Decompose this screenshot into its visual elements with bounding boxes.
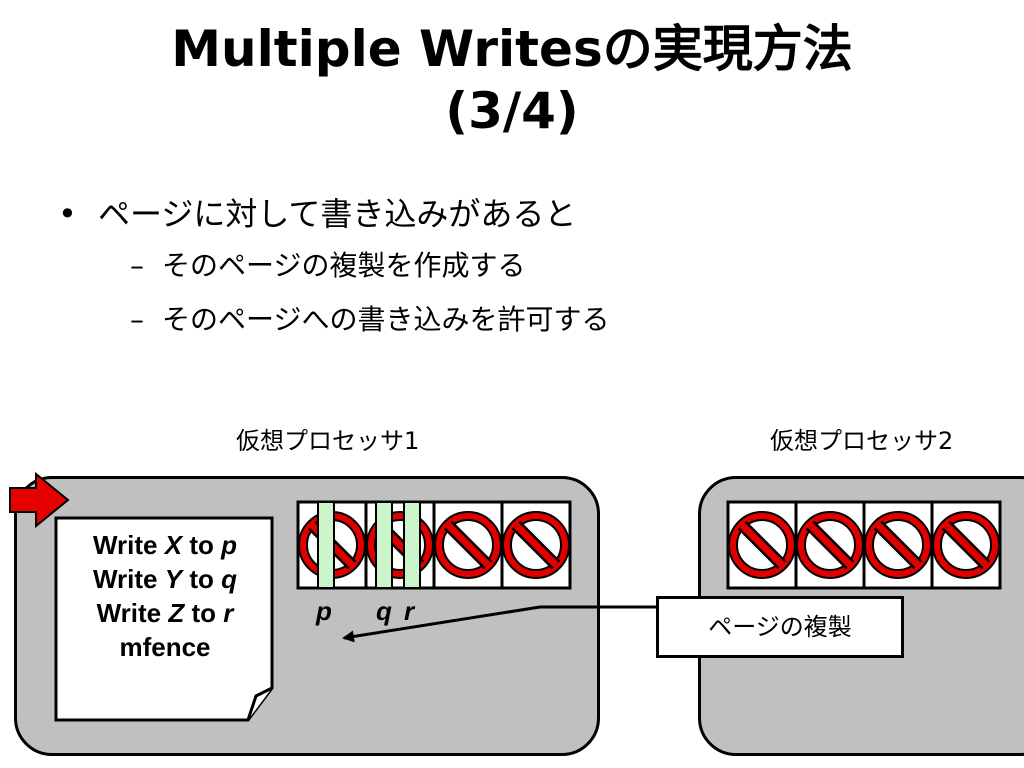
page-copy-bar-1 — [317, 501, 335, 589]
processor2-page-cell-3 — [862, 500, 934, 590]
processor1-page-cell-4 — [500, 500, 572, 590]
no-entry-icon — [434, 511, 502, 579]
program-line-4: mfence — [119, 632, 211, 662]
no-entry-icon — [728, 511, 796, 579]
page-label-q: q — [376, 596, 392, 626]
slide-title: Multiple Writesの実現方法 (3/4) — [0, 18, 1024, 142]
page-copy-callout: ページの複製 — [656, 596, 904, 658]
program-note — [54, 516, 274, 722]
no-entry-icon — [502, 511, 570, 579]
copy-pointer-arrow — [342, 605, 656, 643]
subbullet-text: そのページへの書き込みを許可する — [162, 303, 610, 336]
arrow-right-icon — [9, 471, 70, 529]
processor1-pages — [296, 500, 572, 590]
page-copy-bar-2 — [375, 501, 393, 589]
subbullet-marker: – — [130, 249, 144, 282]
subbullet-item-2: – そのページへの書き込みを許可する — [130, 300, 609, 340]
bullet-text: ページに対して書き込みがあると — [98, 195, 577, 233]
title-line-1: Multiple Writesの実現方法 — [171, 20, 853, 78]
program-code: Write X to p Write Y to q Write Z to r m… — [58, 528, 272, 664]
page-copy-bar-3 — [403, 501, 421, 589]
processor2-page-cell-2 — [794, 500, 866, 590]
subbullet-text: そのページの複製を作成する — [162, 249, 526, 282]
processor2-label: 仮想プロセッサ2 — [770, 427, 954, 455]
processor1-page-cell-3 — [432, 500, 504, 590]
no-entry-icon — [864, 511, 932, 579]
processor2-page-cell-4 — [930, 500, 1002, 590]
no-entry-icon — [932, 511, 1000, 579]
bullet-list: • ページに対して書き込みがあると – そのページの複製を作成する – そのペー… — [58, 192, 609, 340]
program-line-2: Write Y to q — [92, 564, 237, 594]
bullet-marker: • — [58, 195, 77, 233]
page-label-r: r — [404, 596, 415, 626]
processor2-page-cell-1 — [726, 500, 798, 590]
processor1-label: 仮想プロセッサ1 — [236, 427, 420, 455]
title-line-2: (3/4) — [445, 82, 579, 140]
no-entry-icon — [796, 511, 864, 579]
processor2-pages — [726, 500, 1002, 590]
bullet-item: • ページに対して書き込みがあると — [58, 192, 609, 236]
page-label-p: p — [316, 596, 332, 626]
program-line-3: Write Z to r — [96, 598, 234, 628]
program-line-1: Write X to p — [92, 530, 237, 560]
subbullet-item-1: – そのページの複製を作成する — [130, 246, 609, 286]
subbullet-marker: – — [130, 303, 144, 336]
